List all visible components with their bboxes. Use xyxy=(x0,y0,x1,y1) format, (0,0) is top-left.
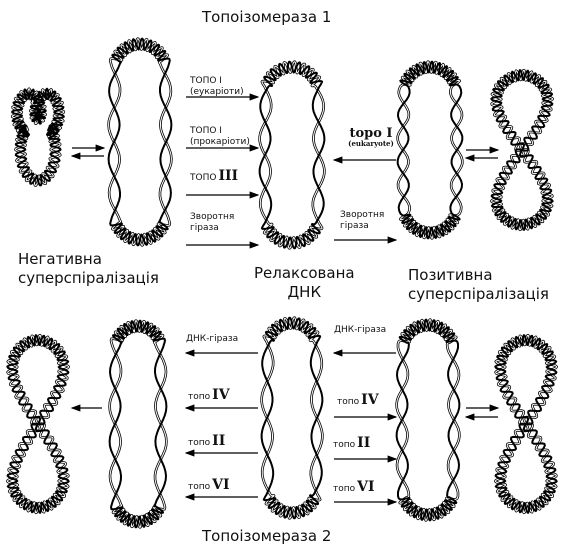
label-gyrase-right: ДНК-гіраза xyxy=(334,325,386,336)
title-topoisomerase-1: Топоізомераза 1 xyxy=(202,8,331,26)
label-topo1-eukaryotes: ТОПО I (еукаріоти) xyxy=(190,76,244,98)
label-topo6-right-prefix: топо xyxy=(333,484,355,494)
label-topo2-left-num: II xyxy=(212,433,225,449)
label-topo2-right-num: II xyxy=(357,435,370,451)
dna-intermediate-negative-bottom xyxy=(110,321,167,528)
label-topo3-num: III xyxy=(218,168,238,184)
dna-relaxed-top xyxy=(260,62,325,249)
label-negative-line2: суперспіралізація xyxy=(18,269,159,288)
label-topo6-left-num: VI xyxy=(212,477,229,493)
label-topo4-left-prefix: топо xyxy=(188,392,210,402)
label-topo4-right-num: IV xyxy=(361,392,378,408)
label-reverse-gyrase-right-line1: Зворотня xyxy=(340,210,384,221)
label-relaxed-dna: Релаксована ДНК xyxy=(254,264,355,302)
label-relaxed-line1: Релаксована xyxy=(254,264,355,283)
dna-positive-supercoil-top xyxy=(491,70,552,230)
label-topo1-en-line2: (eukaryote) xyxy=(336,139,406,148)
dna-negative-supercoil-top xyxy=(12,89,64,186)
label-reverse-gyrase-left-line2: гіраза xyxy=(190,223,234,234)
label-topo1-eukaryote-en: topo I (eukaryote) xyxy=(336,126,406,148)
label-topo1-euk-line2: (еукаріоти) xyxy=(190,87,244,98)
dna-intermediate-positive-top xyxy=(398,62,463,239)
label-topo4-right-prefix: топо xyxy=(337,397,359,407)
label-topo1-prokaryotes: ТОПО I (прокаріоти) xyxy=(190,126,250,148)
label-topo1-prok-line1: ТОПО I xyxy=(190,126,250,137)
dna-relaxed-bottom xyxy=(262,318,323,519)
label-positive-line1: Позитивна xyxy=(408,266,549,285)
label-topo1-euk-line1: ТОПО I xyxy=(190,76,244,87)
label-gyrase-left: ДНК-гіраза xyxy=(186,334,238,345)
label-reverse-gyrase-left: Зворотня гіраза xyxy=(190,212,234,234)
label-topo3-prefix: ТОПО xyxy=(190,173,216,183)
label-reverse-gyrase-right: Зворотня гіраза xyxy=(340,210,384,232)
label-relaxed-line2: ДНК xyxy=(254,283,355,302)
label-positive-supercoiling: Позитивна суперспіралізація xyxy=(408,266,549,304)
label-reverse-gyrase-left-line1: Зворотня xyxy=(190,212,234,223)
label-negative-supercoiling: Негативна суперспіралізація xyxy=(18,250,159,288)
dna-intermediate-negative-top xyxy=(109,39,172,246)
label-topo6-left-prefix: топо xyxy=(188,482,210,492)
dna-intermediate-positive-bottom xyxy=(397,320,460,521)
dna-negative-supercoil-bottom xyxy=(7,335,68,513)
label-topo6-right-num: VI xyxy=(357,479,374,495)
label-topo2-right-prefix: топо xyxy=(333,440,355,450)
label-positive-line2: суперспіралізація xyxy=(408,285,549,304)
label-topo1-prok-line2: (прокаріоти) xyxy=(190,137,250,148)
label-topo2-left-prefix: топо xyxy=(188,438,210,448)
label-topo4-left-num: IV xyxy=(212,387,229,403)
label-reverse-gyrase-right-line2: гіраза xyxy=(340,221,384,232)
title-topoisomerase-2: Топоізомераза 2 xyxy=(202,527,331,545)
label-negative-line1: Негативна xyxy=(18,250,159,269)
dna-positive-supercoil-bottom xyxy=(495,335,556,513)
